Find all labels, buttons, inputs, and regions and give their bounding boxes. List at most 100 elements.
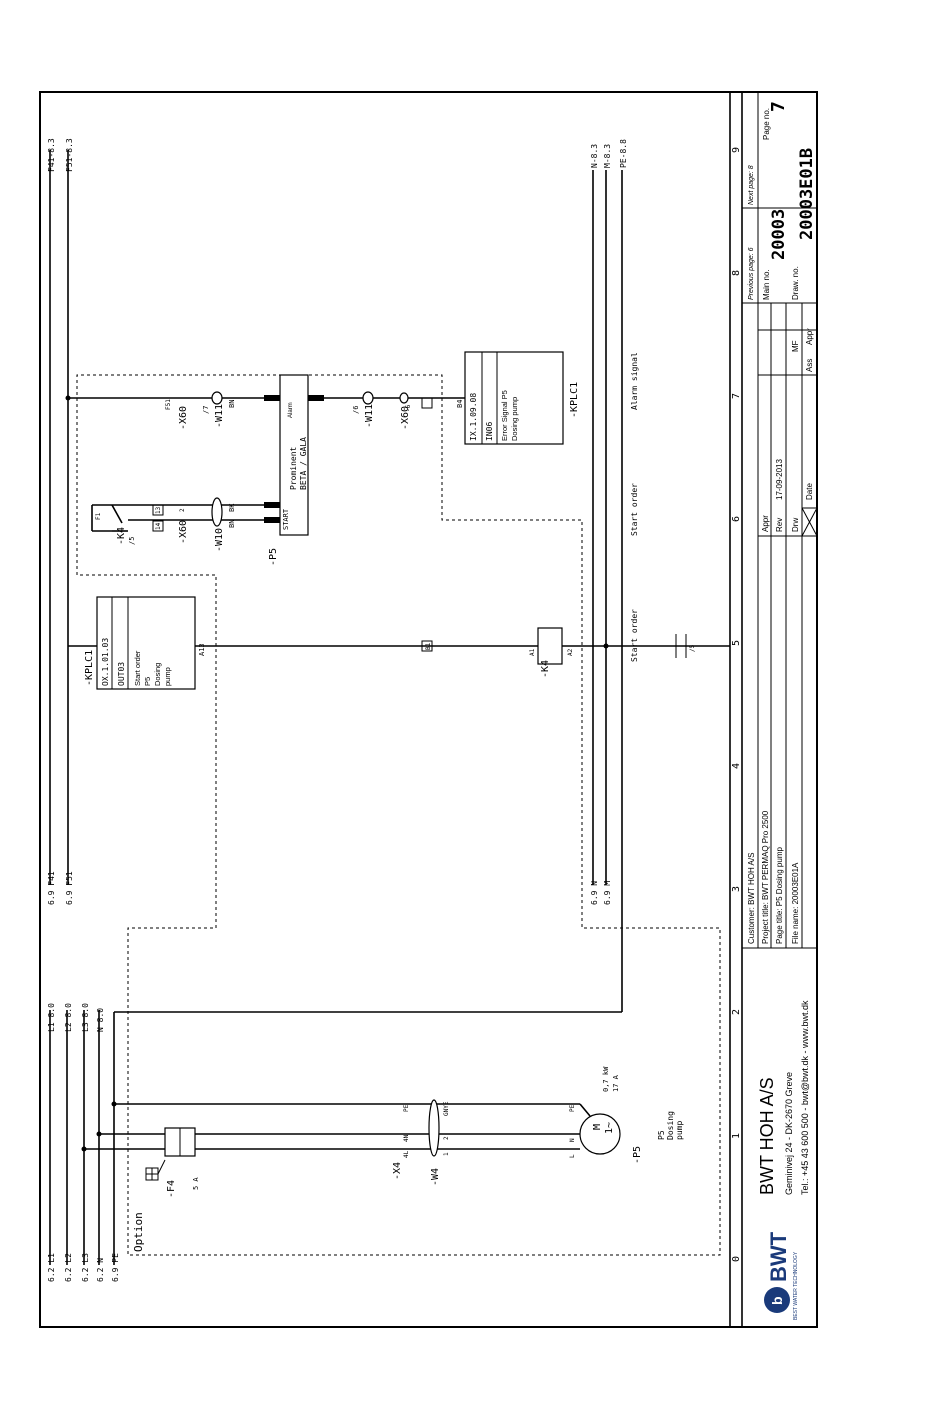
kplc1-top-out: OUT03 [117,662,126,686]
kplc1-bottom-addr: IX.1.09.08 [469,393,478,441]
company-name: BWT HOH A/S [757,1077,777,1195]
f4-rating: 5 A [192,1177,200,1190]
tb-main-no: 20003 [769,209,789,260]
kplc1-bottom-desc-0: Error Signal P5 [500,390,509,441]
svg-text:/5: /5 [689,644,696,652]
x60-bottom-ref: -X60 [400,406,411,430]
x4-terminals: -X4 PE 4N 4L [392,1104,410,1180]
w11-bottom-sub: /6 [352,406,360,414]
k4-pin-13: 13 [155,506,162,514]
tb-appr2: Appr [805,328,814,345]
x60-start-ref: -X60 [178,520,189,544]
ref-pe-b: 6.9 PE [111,1253,120,1282]
tb-page-no-label: Page no. [762,108,771,140]
k4-a2: A2 [567,648,574,656]
title-block: b BWT BEST WATER TECHNOLOGY BWT HOH A/S … [742,92,818,1320]
k4-pin-14: 14 [155,522,162,530]
tb-prev-page: Previous page: 6 [748,247,755,300]
x60-bottom-pin: -6 [405,404,412,412]
motor-pin-n: N [569,1138,576,1142]
k4-coil-ref: -K4 [540,660,551,678]
alarm-signal-label: Alarm signal [630,352,639,410]
ref-m-right: M-8.3 [603,144,612,168]
k4-f1: F1 [95,512,102,520]
w11-top-sub: /7 [202,406,210,414]
option-label: Option [132,1212,145,1252]
w10-bn: BN [228,520,236,528]
tb-page-title: Page title: P5 Dosing pump [775,847,784,944]
tb-ass: Ass [805,359,814,372]
ref-f41-left: 6.9 F41 [47,871,56,905]
kplc1-bottom-ref: -KPLC1 [569,382,580,418]
bwt-logo: b BWT BEST WATER TECHNOLOGY [764,1231,799,1320]
motor-pin-pe: PE [569,1104,576,1112]
motor-desc-2: pump [675,1121,684,1140]
ref-f41-right: F41-8.3 [47,138,56,172]
kplc1-top-desc-2: Dosing [153,663,162,686]
tb-cross-box [801,507,818,537]
w4-gnye: GNYE [443,1101,450,1116]
start-order-label-2: Start order [630,483,639,536]
kplc1-top-desc-3: pump [163,667,172,686]
ref-f51-right: F51-8.3 [65,138,74,172]
column-7: 7 [731,393,742,399]
motor-current: 17 A [612,1074,620,1092]
column-0: 0 [731,1256,742,1262]
column-5: 5 [731,640,742,646]
tb-page-no: 7 [768,101,789,112]
ref-l1-b: 6.2 L1 [47,1253,56,1282]
motor-desc-0: P5 [657,1130,666,1140]
x60-alarm-terminals: -X60 F51 [165,399,189,430]
f4-breaker: -F4 5 A [145,1127,200,1198]
kplc1-input-block: IX.1.09.08 IN06 Error Signal P5 Dosing p… [456,351,580,445]
x60-alarm-ref: -X60 [178,406,189,430]
column-4: 4 [731,763,742,769]
start-order-label-1: Start order [630,609,639,662]
tb-drw: Drw [791,518,800,532]
tb-rev-date: 17-09-2013 [775,459,784,500]
motor-ref: -P5 [632,1146,643,1164]
x4-ref: -X4 [392,1162,403,1180]
tb-rev: Rev [775,518,784,532]
pump-alarm-label: Alarm [288,402,294,418]
ref-l1-a: L1 8.0 [47,1003,56,1032]
motor-symbol: M [592,1124,603,1130]
column-9: 9 [731,147,742,153]
w4-core-1: 1 [443,1152,450,1156]
column-3: 3 [731,886,742,892]
kplc1-top-addr: OX.1.01.03 [101,638,110,686]
ref-l3-b: 6.2 L3 [81,1253,90,1282]
svg-text:b: b [769,1296,785,1305]
w4-cable: -W4 GNYE 2 1 [428,1099,450,1186]
w11-top-ref: -W11 [214,404,225,428]
w10-ref: -W10 [214,528,225,552]
kplc1-top-ref: -KPLC1 [84,650,95,686]
column-numbers: 0 1 2 3 4 5 6 7 8 9 [731,147,742,1262]
logo-text: BWT [766,1231,791,1282]
tb-draw-no: 20003E01B [797,148,817,240]
tb-draw-no-label: Draw. no. [791,266,800,300]
logo-tagline: BEST WATER TECHNOLOGY [793,1251,799,1320]
ref-m-left: 6.9 M [603,881,612,905]
kplc1-bottom-in: IN06 [485,422,494,441]
tb-main-no-label: Main no. [762,269,771,300]
ref-pe-right: PE-8.8 [619,139,628,168]
drawing-frame [39,91,818,1328]
kplc1-top-desc-1: P5 [143,677,152,686]
ref-n-b: 6.2 N [96,1258,105,1282]
tb-project: Project title: BWT PERMAQ Pro 2500 [761,810,770,944]
motor-desc-1: Dosing [666,1111,675,1140]
w11-top-bn: BN [228,400,236,408]
w11-bottom-cable: -W11 /6 [352,391,375,428]
tb-file-name: File name: 20003E01A [791,862,800,944]
x60-bottom-terminals: -X60 -6 [399,392,433,430]
motor-phase: 1~ [604,1122,615,1134]
kplc1-bottom-desc-1: Dosing pump [510,397,519,441]
column-6: 6 [731,516,742,522]
w11-bottom-ref: -W11 [364,404,375,428]
k4-a1: A1 [529,648,536,656]
kplc1-bottom-pin: B4 [456,400,464,408]
k4-coil: -K4 A1 A2 [529,627,574,678]
